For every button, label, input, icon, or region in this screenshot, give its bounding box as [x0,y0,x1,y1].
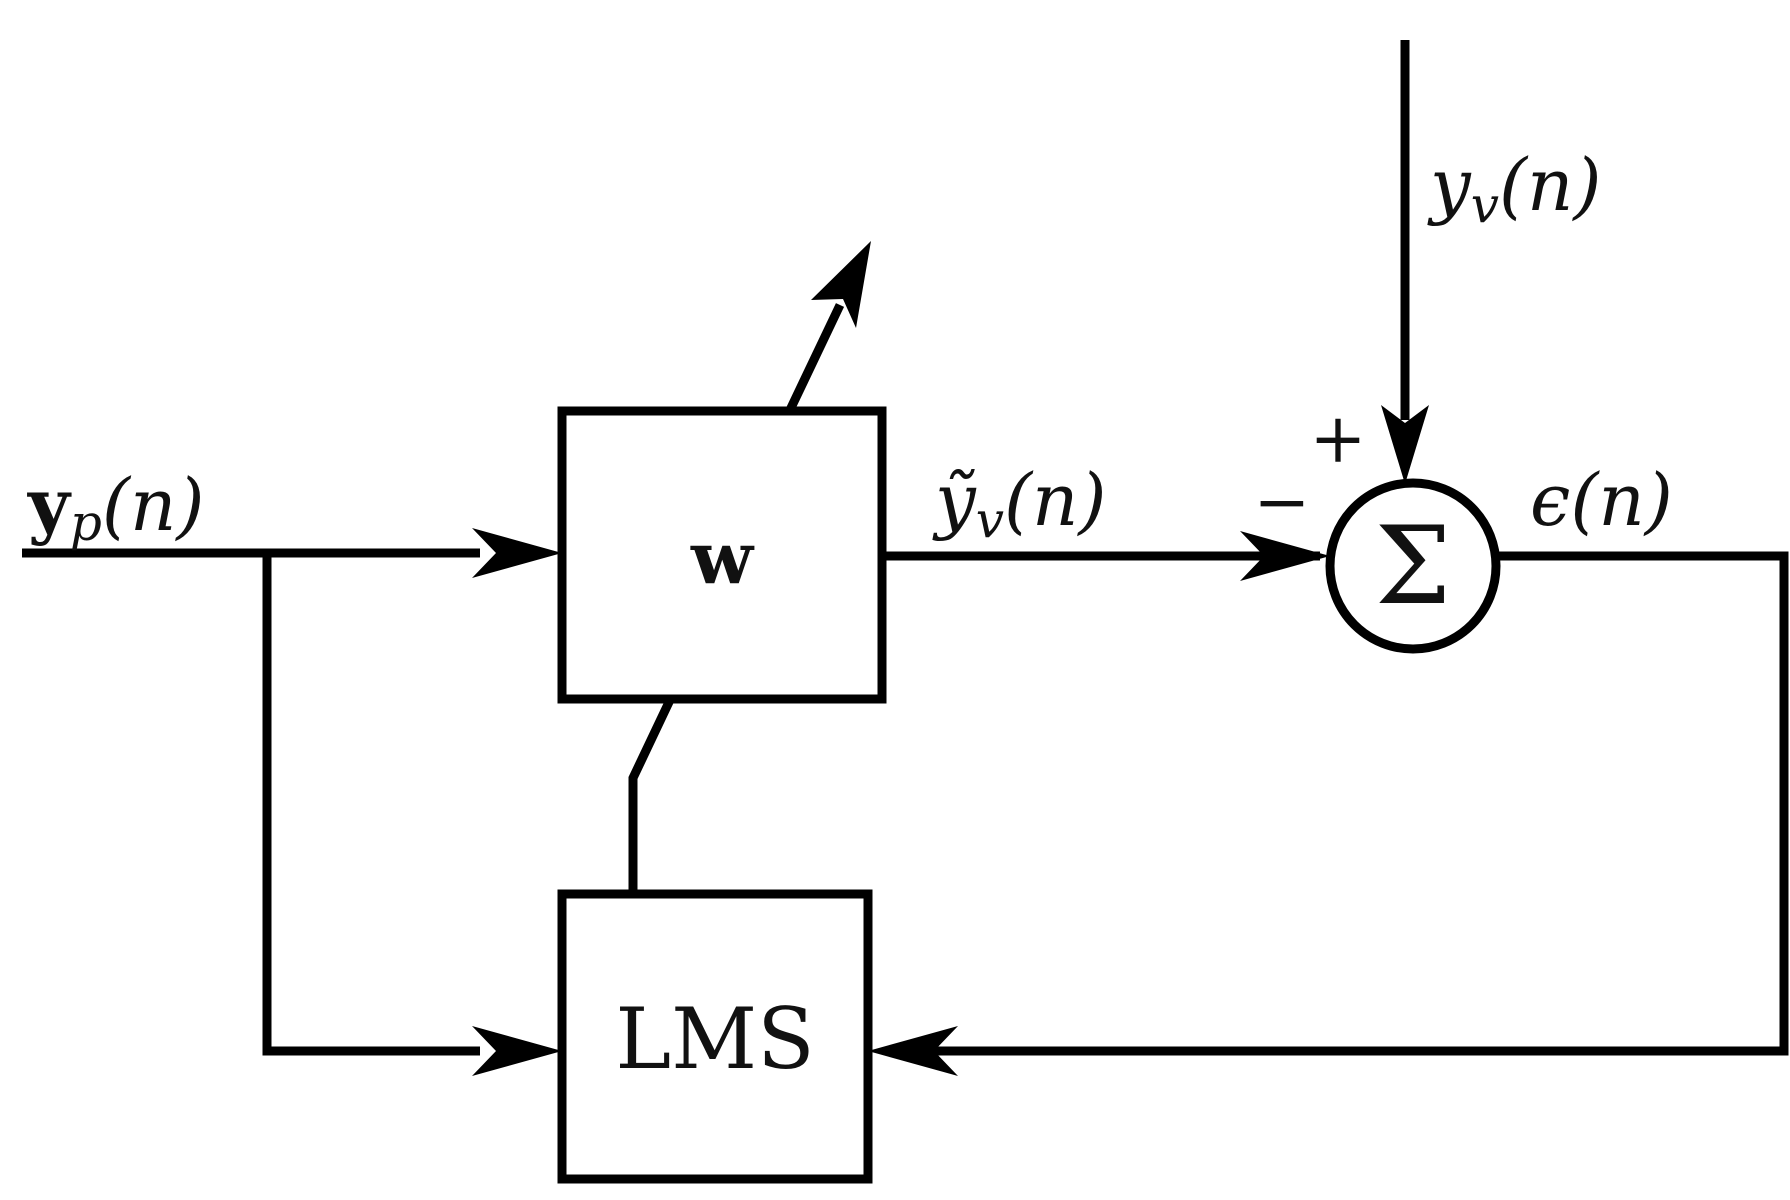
desired-signal-label: yv(n) [1427,143,1602,234]
input-signal-base: y [27,462,72,547]
arrowhead-error-to-lms [868,1026,958,1076]
estimate-signal-base: ỹ [932,458,977,542]
arrowhead-branch-to-lms [472,1026,562,1076]
input-signal-arg: (n) [102,463,205,547]
error-signal-arg: (n) [1570,458,1673,542]
estimate-signal-sub: v [976,491,1004,549]
filter-block [557,406,887,704]
estimate-signal-label: ỹv(n) [932,458,1107,549]
desired-signal-base: y [1427,143,1472,227]
desired-signal-sub: v [1471,176,1499,234]
summer-plus-sign: + [1310,400,1367,479]
error-feedback-wire [890,551,1789,1056]
arrowhead-estimate-to-summer [1240,531,1330,581]
input-signal-label: yp(n) [27,462,204,552]
arrowhead-desired-to-summer [1381,405,1429,484]
arrowhead-input-to-w [472,528,562,578]
update-link-wire [628,698,675,894]
summer-symbol: Σ [1375,504,1451,629]
summer-node [1325,478,1501,654]
input-signal-sub: p [70,494,102,552]
adaptive-arrow-shaft [785,303,845,412]
estimate-signal-arg: (n) [1004,458,1107,542]
lms-block [557,889,873,1184]
error-signal-label: ϵ(n) [1530,458,1673,542]
filter-symbol: w [690,515,755,600]
desired-signal-arg: (n) [1499,143,1602,227]
arrowhead-adaptive [811,241,871,328]
error-signal-base: ϵ [1530,458,1570,542]
input-branch-wire [262,553,480,1056]
lms-label: LMS [615,990,814,1088]
summer-minus-sign: − [1254,463,1311,542]
